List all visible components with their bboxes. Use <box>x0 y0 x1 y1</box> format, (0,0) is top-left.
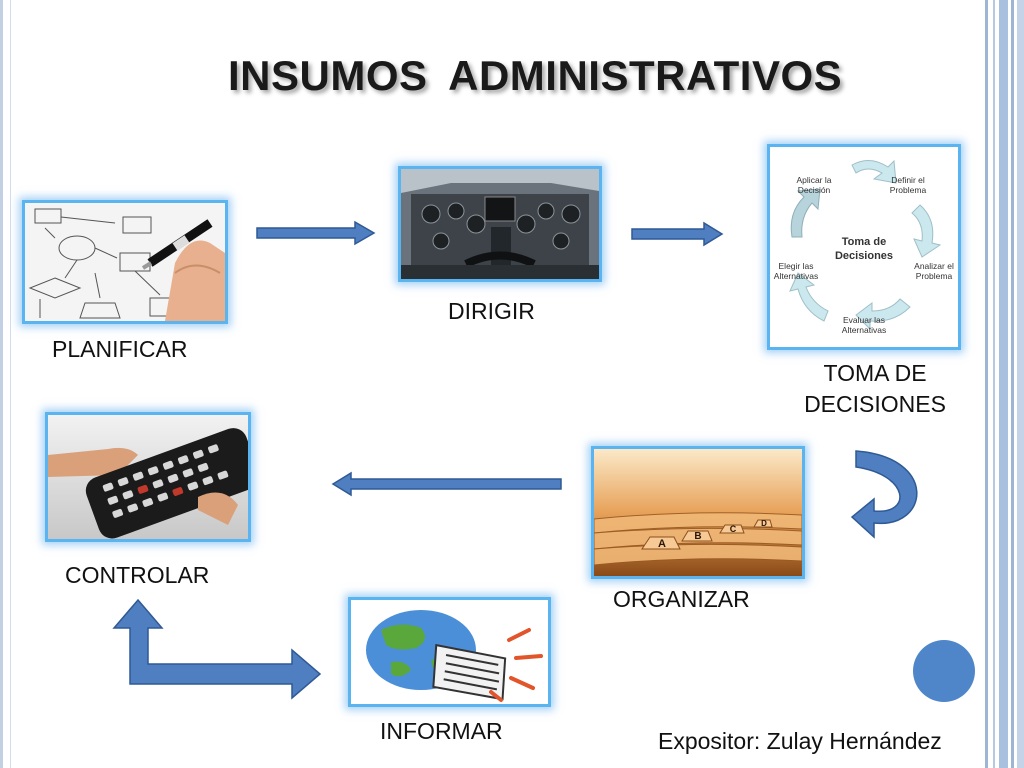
label-toma-line1: TOMA DE <box>823 360 927 386</box>
cycle-text-analizar-1: Analizar el <box>914 261 954 271</box>
arrow-right-2 <box>631 221 724 247</box>
tab-letter-a: A <box>658 538 666 550</box>
label-planificar: PLANIFICAR <box>52 336 188 362</box>
label-dirigir: DIRIGIR <box>448 298 535 324</box>
frame-line <box>1011 0 1014 768</box>
label-controlar: CONTROLAR <box>65 562 210 588</box>
cycle-text-evaluar-1: Evaluar las <box>843 315 885 325</box>
curved-arrow-down <box>850 450 918 539</box>
tab-letter-c: C <box>730 524 737 534</box>
arrow-right-1 <box>256 220 376 246</box>
slide-title: INSUMOS ADMINISTRATIVOS <box>228 52 843 99</box>
cycle-text-definir-2: Problema <box>890 185 927 195</box>
frame-line <box>999 0 1008 768</box>
toma-decisiones-image: Aplicar la Decisión Definir el Problema … <box>767 144 961 350</box>
cockpit-icon <box>401 169 599 279</box>
cycle-center-2: Decisiones <box>835 250 893 262</box>
cycle-text-analizar-2: Problema <box>916 271 953 281</box>
cycle-text-aplicar-1: Aplicar la <box>797 175 832 185</box>
accent-circle <box>913 640 975 702</box>
organizar-image: A B C D <box>591 446 805 579</box>
label-organizar: ORGANIZAR <box>613 586 750 612</box>
label-toma-decisiones: TOMA DE DECISIONES <box>790 358 960 420</box>
informar-image <box>348 597 551 707</box>
tab-letter-d: D <box>761 519 767 528</box>
label-toma-line2: DECISIONES <box>804 391 946 417</box>
tab-letter-b: B <box>694 531 701 542</box>
flowchart-sketch-icon <box>25 203 225 321</box>
elbow-double-arrow <box>112 598 322 700</box>
globe-newspaper-icon <box>351 600 548 704</box>
cycle-text-aplicar-2: Decisión <box>798 185 831 195</box>
frame-line <box>993 0 995 768</box>
controlar-image <box>45 412 251 542</box>
cycle-center-1: Toma de <box>842 236 886 248</box>
frame-line <box>10 0 11 768</box>
label-informar: INFORMAR <box>380 718 503 744</box>
frame-line <box>1017 0 1024 768</box>
frame-line <box>0 0 3 768</box>
dirigir-image <box>398 166 602 282</box>
cycle-text-evaluar-2: Alternativas <box>842 325 886 335</box>
remote-control-icon <box>48 415 248 539</box>
frame-line <box>985 0 988 768</box>
folder-tabs-icon: A B C D <box>594 449 802 576</box>
decision-cycle-icon: Aplicar la Decisión Definir el Problema … <box>770 147 958 347</box>
planificar-image <box>22 200 228 324</box>
cycle-text-elegir-1: Elegir las <box>779 261 814 271</box>
cycle-text-elegir-2: Alternativas <box>774 271 818 281</box>
arrow-left <box>331 471 562 497</box>
presenter-credit: Expositor: Zulay Hernández <box>658 728 942 754</box>
cycle-text-definir-1: Definir el <box>891 175 925 185</box>
